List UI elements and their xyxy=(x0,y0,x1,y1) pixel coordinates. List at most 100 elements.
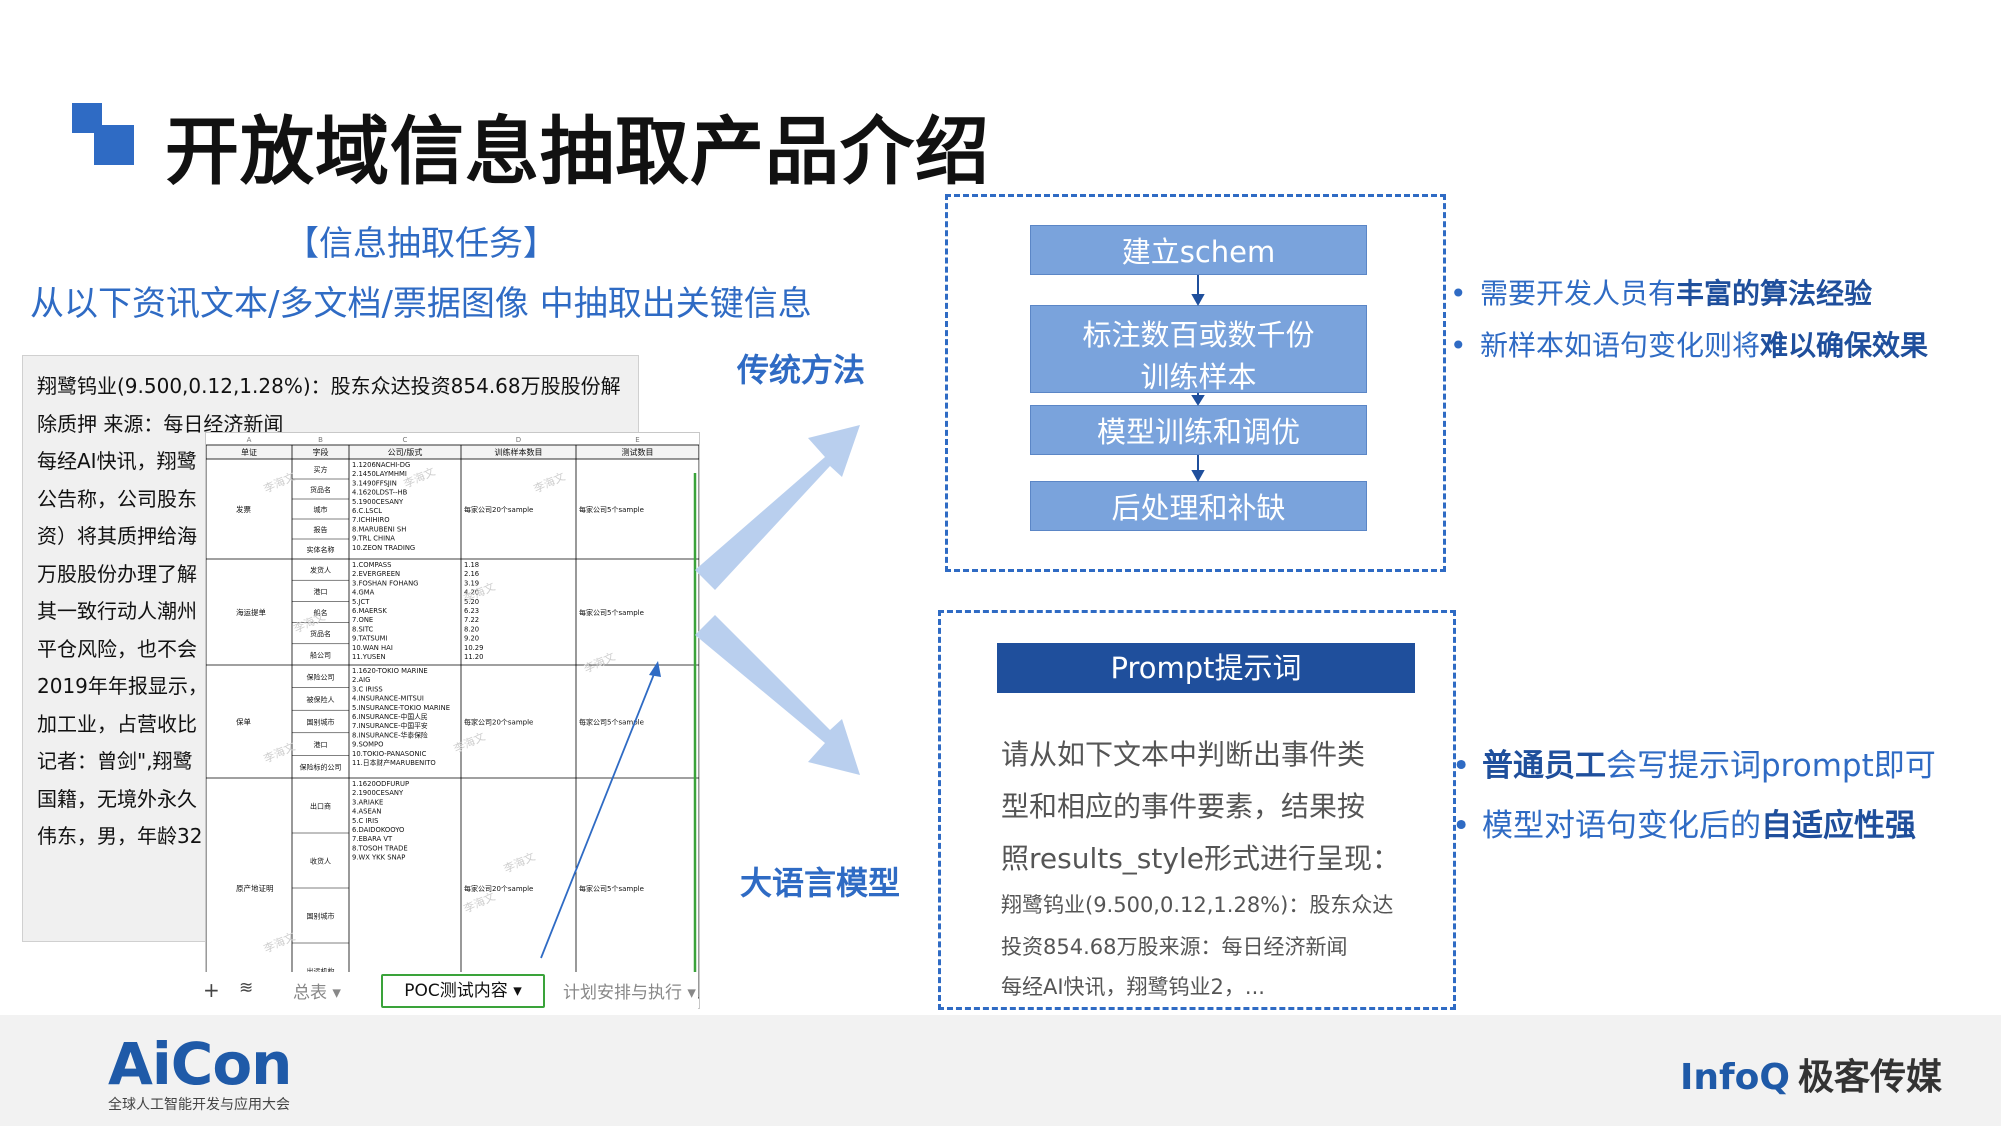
sheet-company-cell: 8.INSURANCE-华泰保险 xyxy=(352,730,428,739)
bullet-text: 模型对语句变化后的 xyxy=(1482,808,1761,844)
sheet-col-letter: D xyxy=(516,436,521,444)
sheet-header-cell: 测试数目 xyxy=(622,447,654,457)
sheet-company-cell: 10.ZEON TRADING xyxy=(352,544,415,552)
document-line: 记者：曾剑",翔鹭 xyxy=(37,749,193,773)
tab-plan[interactable]: 计划安排与执行 ▾ xyxy=(563,978,696,1003)
sheet-test-cell: 每家公司5个sample xyxy=(579,884,644,893)
bullet-dot: • xyxy=(1450,277,1467,310)
sheet-field-cell: 船名 xyxy=(314,608,328,617)
sheet-company-cell: 4.GMA xyxy=(352,589,375,597)
sheet-company-cell: 6.C.LSCL xyxy=(352,507,382,515)
sheet-field-cell: 出运机构 xyxy=(307,967,335,976)
chevron-down-icon: ▾ xyxy=(332,983,341,1003)
sheet-company-cell: 9.TATSUMI xyxy=(352,635,388,643)
sheet-field-cell: 国别城市 xyxy=(307,718,335,727)
sheet-field-cell: 买方 xyxy=(314,465,328,474)
sheet-header-cell: 公司/版式 xyxy=(388,447,423,457)
sheet-doc-type: 保单 xyxy=(236,717,251,727)
sheet-test-cell: 每家公司5个sample xyxy=(579,608,644,617)
aicon-logo: AiCon 全球人工智能开发与应用大会 xyxy=(108,1030,292,1114)
flow-step-annotate-line1: 标注数百或数千份 xyxy=(1082,318,1315,352)
sheet-company-cell: 3.FOSHAN FOHANG xyxy=(352,579,418,587)
sheet-watermark: 李海文 xyxy=(531,469,567,496)
sheet-header-cell: 字段 xyxy=(313,447,329,457)
sheet-field-cell: 实体名称 xyxy=(307,545,335,554)
bullet-dot: • xyxy=(1452,748,1471,784)
sheet-field-cell: 货品名 xyxy=(310,629,331,638)
prompt-header: Prompt提示词 xyxy=(997,643,1415,693)
sheet-company-cell: 8.SITC xyxy=(352,625,374,633)
bullet-emphasis: 丰富的算法经验 xyxy=(1676,277,1873,310)
document-line: 资）将其质押给海 xyxy=(37,524,197,548)
sheet-company-cell: 9.WX YKK SNAP xyxy=(352,854,405,862)
sheet-watermark: 李海文 xyxy=(451,729,487,756)
sheet-field-cell: 发货人 xyxy=(310,566,331,575)
sheet-company-cell: 2.EVERGREEN xyxy=(352,570,400,578)
bullet-emphasis: 普通员工 xyxy=(1482,748,1606,784)
sheet-company-cell: 3.ARIAKE xyxy=(352,798,383,806)
sheet-company-cell: 5.JCT xyxy=(352,598,370,606)
sheet-company-cell: 11.日本财产MARUBENITO xyxy=(352,758,436,767)
title-decoration-icon xyxy=(72,103,134,165)
prompt-sample-line: 每经AI快讯，翔鹭钨业2，... xyxy=(1001,975,1265,999)
task-description: 从以下资讯文本/多文档/票据图像 中抽取出关键信息 xyxy=(30,284,812,324)
bullet-text: 新样本如语句变化则将 xyxy=(1480,329,1761,362)
sheet-doc-type: 海运提单 xyxy=(236,607,266,617)
chevron-down-icon: ▾ xyxy=(513,981,522,1001)
bullet-text: 会写提示词prompt即可 xyxy=(1606,748,1936,784)
sheet-train-cell: 3.19 xyxy=(464,579,479,587)
flow-step-schema: 建立schem xyxy=(1030,225,1367,275)
sheet-company-cell: 6.INSURANCE-中国人民 xyxy=(352,712,428,721)
flow-step-train: 模型训练和调优 xyxy=(1030,405,1367,455)
sheet-company-cell: 9.SOMPO xyxy=(352,741,383,749)
sheet-company-cell: 8.TOSOH TRADE xyxy=(352,844,408,852)
traditional-bullet-1: • 需要开发人员有丰富的算法经验 xyxy=(1450,272,1872,312)
prompt-sample-line: 翔鹭钨业(9.500,0.12,1.28%)：股东众达 xyxy=(1001,893,1394,917)
aicon-wordmark: AiCon xyxy=(108,1030,292,1098)
sheet-company-cell: 3.C IRISS xyxy=(352,685,383,693)
sheet-watermark: 李海文 xyxy=(461,889,497,916)
chevron-down-icon: ▾ xyxy=(687,983,696,1003)
sheet-company-cell: 9.TRL CHINA xyxy=(352,535,395,543)
sheet-doc-type: 原产地证明 xyxy=(236,883,274,893)
sheet-field-cell: 收货人 xyxy=(310,857,331,866)
add-sheet-button[interactable]: + xyxy=(203,978,220,1002)
sheet-train-cell: 10.29 xyxy=(464,644,483,652)
document-line: 每经AI快讯，翔鹭 xyxy=(37,449,197,473)
sheet-header-cell: 训练样本数目 xyxy=(495,447,543,457)
prompt-line: 型和相应的事件要素，结果按 xyxy=(1001,790,1366,823)
flow-connectors xyxy=(1191,275,1205,483)
traditional-method-label: 传统方法 xyxy=(737,351,866,389)
task-heading: 【信息抽取任务】 xyxy=(285,224,557,264)
document-line: 平仓风险，也不会 xyxy=(37,636,197,661)
tab-summary-label: 总表 xyxy=(293,983,327,1003)
document-line: 公告称，公司股东 xyxy=(37,486,197,511)
sheet-col-letter: C xyxy=(403,436,408,444)
sheet-train-cell: 11.20 xyxy=(464,653,483,661)
tab-poc-test[interactable]: POC测试内容 ▾ xyxy=(381,974,545,1008)
sheet-company-cell: 7.INSURANCE-中国平安 xyxy=(352,721,428,730)
sheet-company-cell: 6.MAERSK xyxy=(352,607,387,615)
document-line: 国籍，无境外永久 xyxy=(37,786,197,811)
llm-bullet-1: • 普通员工会写提示词prompt即可 xyxy=(1452,740,1936,785)
annotation-arrowhead-icon xyxy=(649,661,661,677)
sheet-col-letter: A xyxy=(247,436,252,444)
down-arrow-icon xyxy=(695,615,860,775)
sheet-train-cell: 5.20 xyxy=(464,598,479,606)
tab-summary[interactable]: 总表 ▾ xyxy=(293,978,341,1003)
layers-icon[interactable]: ≋ xyxy=(239,978,254,998)
sheet-train-cell: 2.16 xyxy=(464,570,479,578)
sheet-field-cell: 出口商 xyxy=(310,802,331,811)
bullet-text: 需要开发人员有 xyxy=(1480,277,1677,310)
infoq-media-name: 极客传媒 xyxy=(1798,1057,1943,1098)
sheet-company-cell: 2.1450LAYMHMI xyxy=(352,470,407,478)
page-title: 开放域信息抽取产品介绍 xyxy=(165,109,990,195)
document-line: 万股股份办理了解 xyxy=(37,561,197,586)
sheet-train-cell: 9.20 xyxy=(464,635,479,643)
method-arrows xyxy=(695,425,860,775)
sheet-field-cell: 保险标的公司 xyxy=(300,763,342,772)
bullet-emphasis: 自适应性强 xyxy=(1761,808,1916,844)
llm-prompt-box: Prompt提示词 请从如下文本中判断出事件类 型和相应的事件要素，结果按 照r… xyxy=(938,610,1456,1010)
sheet-company-cell: 6.DAIDOKOOYO xyxy=(352,826,404,834)
